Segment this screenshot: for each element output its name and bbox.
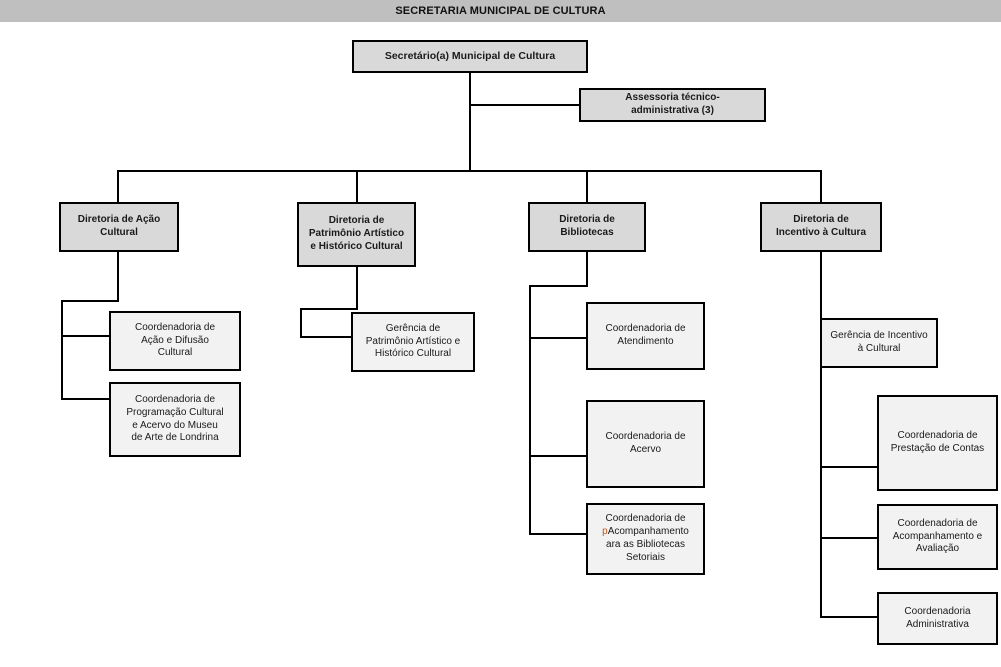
connector-root-staff: [469, 104, 580, 106]
node-label-line1: Coordenadoria de: [897, 517, 978, 529]
connector-drop-dir4: [820, 170, 822, 202]
node-label-line2: à Cultural: [857, 343, 901, 354]
node-label: Secretário(a) Municipal de Cultura: [384, 49, 556, 62]
node-label-line3: Cultural: [157, 347, 193, 359]
connector-dir4-branch-3: [820, 616, 878, 618]
node-label-line3-b: ara as Bibliotecas: [606, 539, 685, 550]
node-label-line2: Acompanhamento: [607, 526, 689, 538]
node-label-line2: Administrativa: [906, 618, 969, 630]
node-label-line2: Cultural: [100, 227, 138, 238]
node-label-line2: Bibliotecas: [560, 227, 614, 238]
node-label-line3: e Histórico Cultural: [310, 240, 403, 252]
node-assessoria-tecnico-administrativa[interactable]: Assessoria técnico- administrativa (3): [579, 88, 766, 122]
connector-dir1-branch-1: [61, 335, 110, 337]
node-label-line2: Acompanhamento e: [892, 530, 983, 542]
connector-dir3-branch-3: [529, 533, 586, 535]
node-label-line2: Acervo: [629, 444, 662, 455]
connector-dir4-branch-1: [820, 466, 878, 468]
connector-root-trunk: [469, 72, 471, 171]
connector-dir1-spine: [61, 300, 63, 400]
connector-dir4-branch-2: [820, 537, 878, 539]
node-label-line3-a: p: [602, 526, 608, 538]
connector-dir1-branch-2: [61, 398, 110, 400]
connector-dir3-down: [586, 252, 588, 287]
node-label-line2: Prestação de Contas: [890, 443, 985, 454]
node-gerencia-de-incentivo-a-cultural[interactable]: Gerência de Incentivo à Cultural: [820, 318, 938, 368]
connector-main-bus: [117, 170, 822, 172]
node-label-line1: Gerência de: [385, 322, 441, 334]
node-label-line2: Atendimento: [617, 336, 674, 347]
node-label-line2: Programação Cultural: [126, 406, 224, 418]
node-label-line1: Coordenadoria: [904, 605, 971, 617]
node-label-line2: Ação e Difusão: [141, 334, 209, 346]
connector-dir3-branch-1: [529, 337, 586, 339]
node-label-line1: Coordenadoria de: [134, 393, 216, 405]
connector-dir1-left: [61, 300, 119, 302]
node-label-line1: Diretoria de: [559, 214, 615, 226]
connector-dir3-spine: [529, 285, 531, 535]
connector-dir2-spine: [300, 308, 302, 338]
connector-drop-dir2: [356, 170, 358, 202]
node-secretario-municipal-de-cultura[interactable]: Secretário(a) Municipal de Cultura: [352, 40, 588, 73]
connector-dir2-down: [356, 262, 358, 310]
page-header-bar: SECRETARIA MUNICIPAL DE CULTURA: [0, 0, 1001, 22]
node-label-line1: Coordenadoria de: [605, 513, 686, 525]
node-label-line1: Diretoria de: [328, 215, 385, 227]
page-title: SECRETARIA MUNICIPAL DE CULTURA: [395, 5, 606, 17]
connector-dir2-left: [300, 308, 358, 310]
node-label-line4: de Arte de Londrina: [131, 432, 219, 444]
node-diretoria-de-acao-cultural[interactable]: Diretoria de Ação Cultural: [59, 202, 179, 252]
connector-dir1-down: [117, 252, 119, 302]
node-diretoria-de-patrimonio-artistico-e-historico-cultural[interactable]: Diretoria de Patrimônio Artístico e Hist…: [297, 202, 416, 267]
node-label-line1: Diretoria de Ação: [77, 214, 161, 226]
connector-drop-dir1: [117, 170, 119, 202]
node-coordenadoria-de-atendimento[interactable]: Coordenadoria de Atendimento: [586, 302, 705, 370]
node-diretoria-de-bibliotecas[interactable]: Diretoria de Bibliotecas: [528, 202, 646, 252]
connector-dir2-branch-1: [300, 336, 352, 338]
connector-drop-dir3: [586, 170, 588, 202]
node-label-line1: Assessoria técnico-: [625, 92, 720, 104]
node-label-line1: Coordenadoria de: [605, 431, 686, 443]
node-label-line3: Histórico Cultural: [374, 348, 452, 360]
connector-dir3-branch-2: [529, 455, 586, 457]
node-label-line2: Patrimônio Artístico e: [365, 335, 461, 347]
node-label-line1: Coordenadoria de: [134, 321, 216, 333]
node-coordenadoria-de-acompanhamento-e-avaliacao[interactable]: Coordenadoria de Acompanhamento e Avalia…: [877, 504, 998, 570]
node-coordenadoria-de-acervo[interactable]: Coordenadoria de Acervo: [586, 400, 705, 488]
node-label-line1: Gerência de Incentivo: [830, 330, 928, 342]
node-label-line2: Incentivo à Cultura: [775, 227, 866, 238]
node-label-line1: Diretoria de: [793, 214, 849, 226]
connector-dir3-left: [529, 285, 588, 287]
connector-dir4-spine: [820, 252, 822, 618]
node-label-line2: administrativa (3): [631, 105, 714, 116]
node-label-line3: Avaliação: [915, 543, 960, 555]
node-coordenadoria-de-acao-e-difusao-cultural[interactable]: Coordenadoria de Ação e Difusão Cultural: [109, 311, 241, 371]
node-diretoria-de-incentivo-a-cultura[interactable]: Diretoria de Incentivo à Cultura: [760, 202, 882, 252]
node-label-line1: Coordenadoria de: [605, 323, 686, 335]
node-coordenadoria-de-prestacao-de-contas[interactable]: Coordenadoria de Prestação de Contas: [877, 395, 998, 491]
node-coordenadoria-de-acompanhamento-para-as-bibliotecas-setoriais[interactable]: Coordenadoria de pAcompanhamento ara as …: [586, 503, 705, 575]
node-coordenadoria-administrativa[interactable]: Coordenadoria Administrativa: [877, 592, 998, 645]
node-label-line3: e Acervo do Museu: [132, 419, 218, 431]
node-label-line2: Patrimônio Artístico: [308, 228, 405, 240]
node-label-line1: Coordenadoria de: [897, 430, 978, 442]
node-coordenadoria-de-programacao-cultural-e-acervo-do-museu-de-arte-de-londrina[interactable]: Coordenadoria de Programação Cultural e …: [109, 382, 241, 457]
node-label-line4: Setoriais: [626, 551, 665, 563]
node-gerencia-de-patrimonio-artistico-e-historico-cultural[interactable]: Gerência de Patrimônio Artístico e Histó…: [351, 312, 475, 372]
